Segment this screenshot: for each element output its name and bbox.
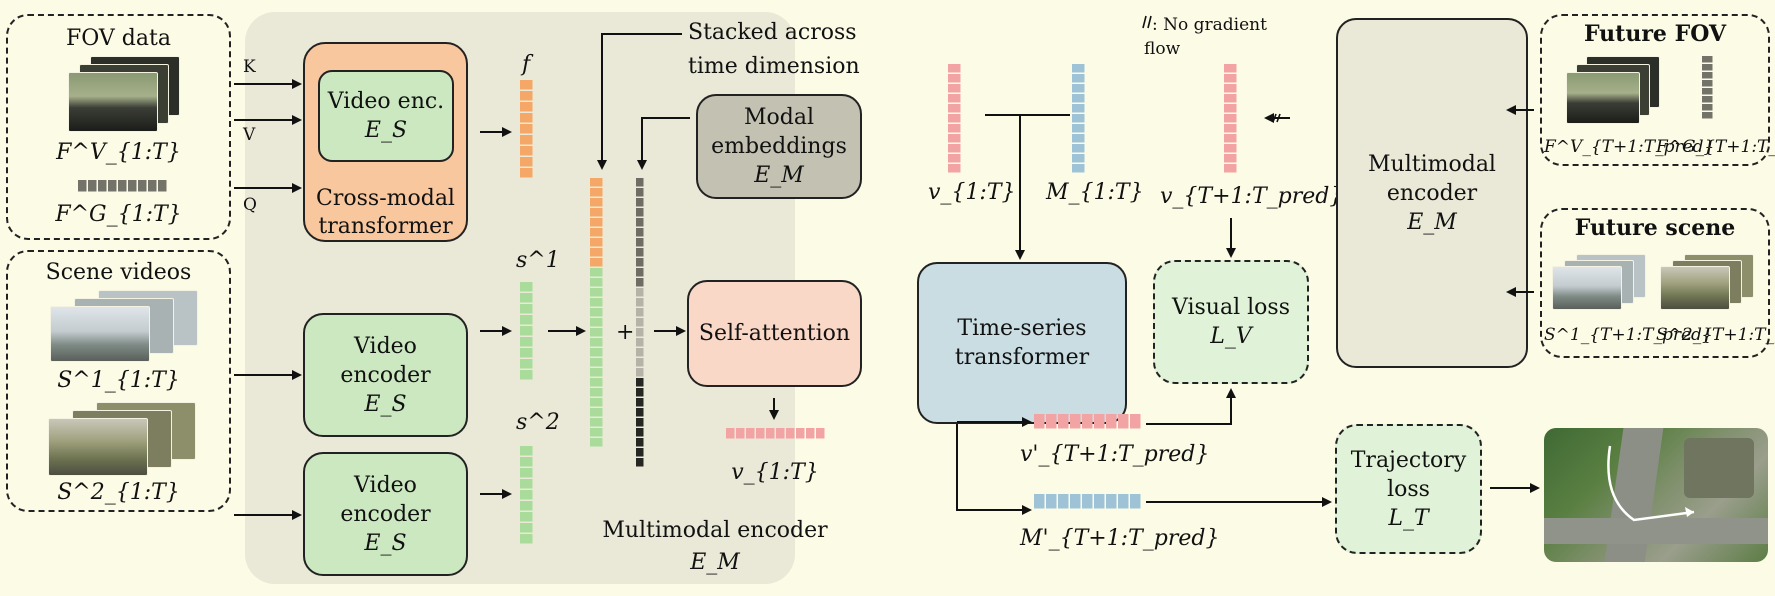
fov-video-frames (68, 56, 180, 132)
trajectory-loss-symbol: L_T (1388, 505, 1429, 531)
video-encoder-1: Video encoder E_S (303, 313, 468, 437)
panel-caption-symbol: E_M (690, 550, 740, 575)
future-fov-title: Future FOV (1583, 21, 1727, 47)
scene2-symbol: S^2_{1:T} (57, 480, 180, 505)
visual-loss-box: Visual loss L_V (1153, 260, 1309, 384)
no-gradient-note-line2: flow (1144, 39, 1181, 59)
future-fov-box (1540, 14, 1770, 166)
stacked-note-line2: time dimension (688, 54, 860, 79)
video-enc-inner: Video enc. E_S (318, 70, 454, 162)
feature-s1-label: s^1 (516, 248, 560, 273)
feature-s2-column (520, 446, 533, 544)
feature-f-column (520, 80, 533, 178)
plus-sign: + (616, 320, 635, 345)
future-fov-frames (1566, 56, 1666, 126)
feature-s2-label: s^2 (516, 410, 560, 435)
left-output-symbol: v_{1:T} (731, 460, 819, 485)
self-attention-box: Self-attention (687, 280, 862, 387)
modal-embeddings-box: Modal embeddings E_M (696, 94, 862, 199)
trajectory-loss-line1: Trajectory (1350, 447, 1467, 473)
scene1-frames (50, 290, 200, 362)
feature-s1-column (520, 282, 533, 380)
video-enc-inner-label: Video enc. (327, 89, 445, 114)
feature-f-label: f (522, 52, 531, 77)
future-scene2-symbol: S^2_{T+1:T_pred} (1656, 325, 1775, 345)
modal-embeddings-symbol: E_M (754, 163, 804, 188)
video-enc-inner-symbol: E_S (364, 118, 408, 143)
video-encoder-1-symbol: E_S (364, 391, 407, 417)
cross-modal-line1: Cross-modal (316, 186, 455, 211)
stacked-column-f (590, 178, 603, 267)
video-encoder-1-line1: Video (354, 333, 417, 359)
trajectory-path (1607, 445, 1695, 522)
video-encoder-1-line2: encoder (340, 362, 431, 388)
multimodal-encoder-right-symbol: E_M (1407, 209, 1457, 235)
future-scene1-frames (1552, 254, 1652, 314)
fov-video-symbol: F^V_{1:T} (56, 140, 181, 165)
modal-embedding-column-dark (636, 378, 644, 467)
multimodal-encoder-right-line1: Multimodal (1368, 151, 1496, 177)
modal-embeddings-line2: embeddings (711, 134, 847, 159)
trajectory-loss-box: Trajectory loss L_T (1335, 424, 1482, 554)
visual-loss-symbol: L_V (1210, 324, 1252, 349)
pred-v-row (1034, 414, 1141, 429)
aerial-trajectory-image (1544, 428, 1768, 562)
scene1-symbol: S^1_{1:T} (57, 368, 180, 393)
visual-loss-label: Visual loss (1171, 295, 1290, 320)
stacked-column-s (590, 268, 603, 447)
scene2-frames (48, 402, 198, 476)
modal-embeddings-line1: Modal (743, 105, 814, 130)
self-attention-label: Self-attention (698, 321, 851, 346)
fov-gaze-row (78, 180, 167, 192)
video-encoder-2-symbol: E_S (364, 530, 407, 556)
v-column (948, 64, 961, 173)
time-series-transformer: Time-series transformer (917, 262, 1127, 424)
no-gradient-marks (1142, 15, 1281, 123)
m-column (1072, 64, 1085, 173)
fov-gaze-symbol: F^G_{1:T} (55, 202, 182, 227)
future-scene-title: Future scene (1574, 215, 1736, 241)
left-output-row (726, 428, 825, 439)
no-gradient-note-line1: : No gradient (1152, 15, 1267, 35)
time-series-line2: transformer (954, 345, 1090, 370)
scene-videos-title: Scene videos (45, 260, 192, 285)
future-gaze-column (1702, 56, 1713, 119)
future-scene2-frames (1660, 254, 1760, 314)
query-label: Q (243, 195, 257, 215)
modal-embedding-column (636, 178, 644, 287)
fov-data-box (6, 14, 231, 240)
video-encoder-2: Video encoder E_S (303, 452, 468, 576)
future-scene-box (1540, 208, 1770, 358)
future-v-column (1224, 64, 1237, 173)
future-fov-gaze-symbol: F^G_{T+1:T_pred} (1656, 137, 1775, 157)
modal-embedding-column-mid (636, 288, 644, 377)
multimodal-encoder-right-line2: encoder (1386, 180, 1478, 206)
pred-m-row (1034, 494, 1141, 509)
key-label: K (243, 57, 256, 77)
video-encoder-2-line1: Video (354, 472, 417, 498)
fov-data-title: FOV data (66, 26, 171, 51)
panel-caption-line1: Multimodal encoder (602, 518, 828, 543)
time-series-line1: Time-series (957, 316, 1087, 341)
value-label: V (243, 125, 256, 145)
stacked-note-line1: Stacked across (688, 20, 857, 45)
video-encoder-2-line2: encoder (340, 501, 431, 527)
trajectory-loss-line2: loss (1387, 476, 1430, 502)
multimodal-encoder-right: Multimodal encoder E_M (1336, 18, 1528, 368)
scene-videos-box (6, 250, 231, 512)
cross-modal-line2: transformer (318, 214, 453, 239)
